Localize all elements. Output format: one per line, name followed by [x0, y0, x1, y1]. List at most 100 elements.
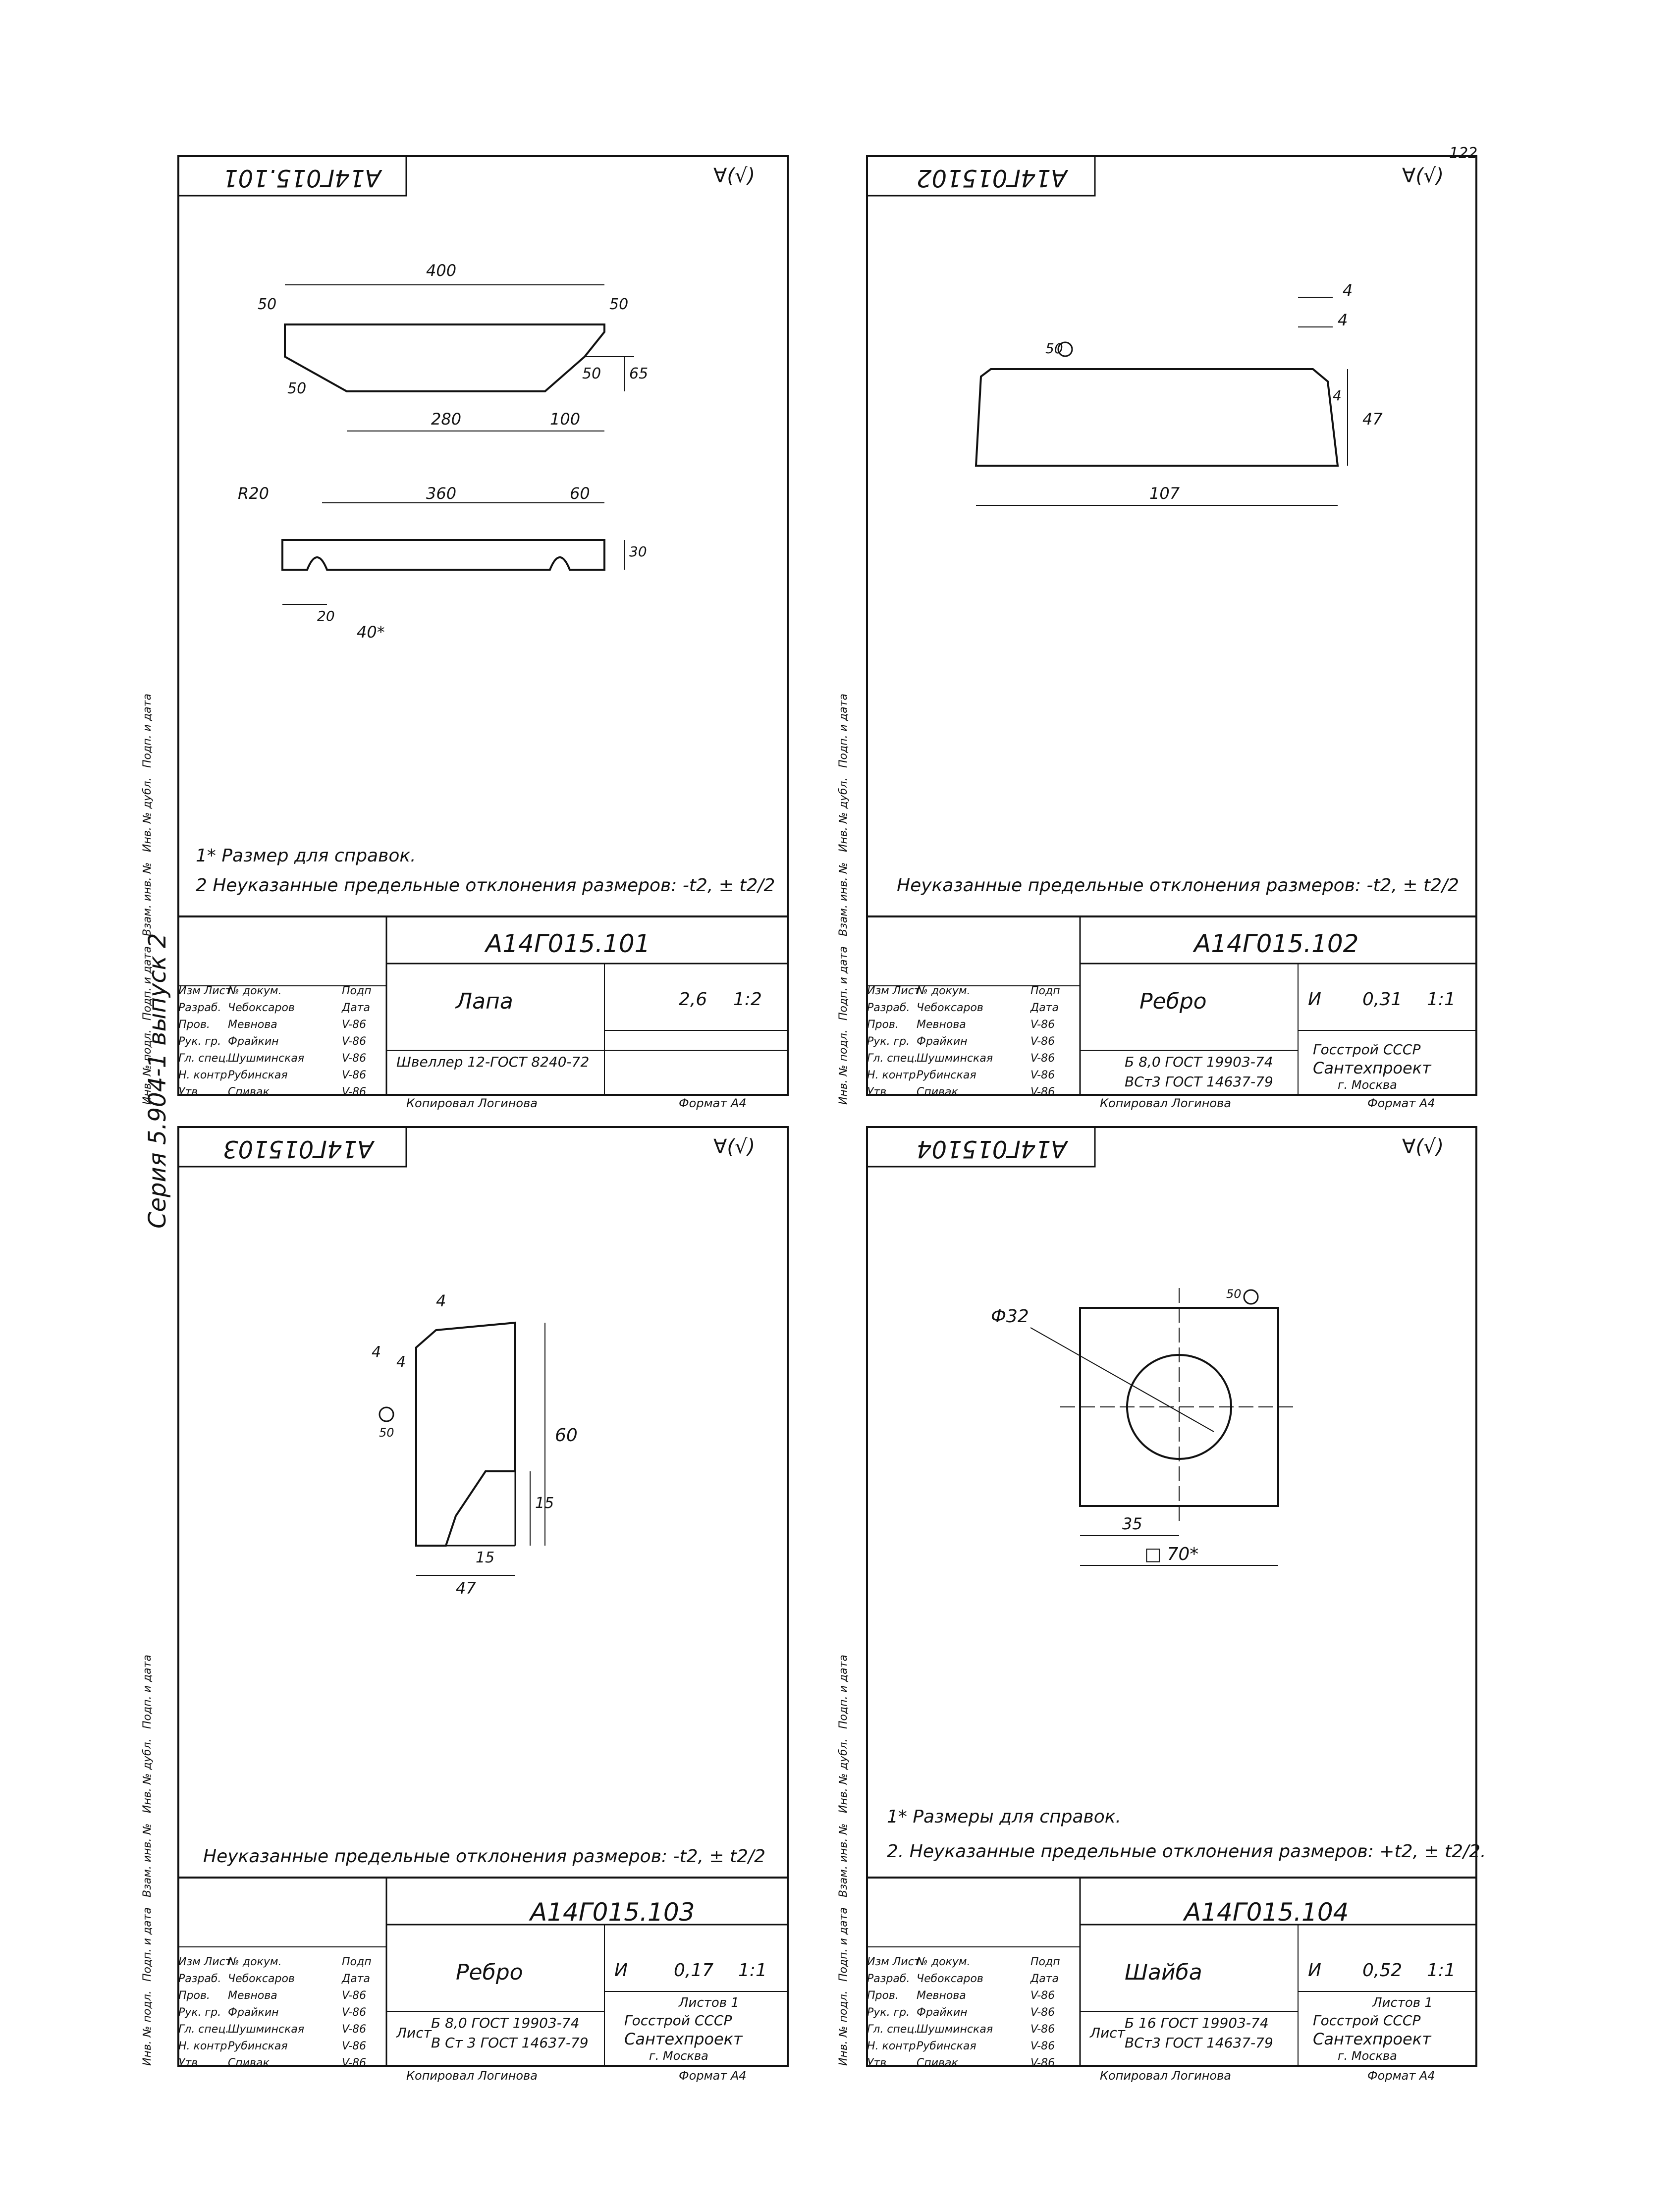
title-block-person: Шушминская: [917, 1052, 993, 1065]
title-block-date: V-86: [1030, 1086, 1055, 1098]
sheet-104-code-mirrored: А14Г015104: [917, 1135, 1067, 1163]
sheet-103-name: Ребро: [456, 1960, 523, 1985]
sheet-103-org2: Сантехпроект: [624, 2030, 743, 2048]
title-block-date: Подп: [1030, 985, 1060, 997]
title-block-person: № докум.: [917, 985, 971, 997]
sheet-104-material-1: Б 16 ГОСТ 19903-74: [1125, 2015, 1269, 2031]
sheet-101-note-1: 1* Размер для справок.: [196, 846, 416, 866]
sheet-104-copied: Копировал Логинова: [1100, 2069, 1231, 2083]
gutter-label: Подп. и дата: [141, 1907, 154, 1982]
title-block-date: V-86: [1030, 1019, 1055, 1031]
title-block-role: Утв.: [867, 1086, 890, 1098]
sheet-102-city: г. Москва: [1338, 1078, 1397, 1092]
title-block-date: Подп: [342, 1956, 372, 1968]
sheet-103-material-2: В Ст 3 ГОСТ 14637-79: [431, 2035, 589, 2051]
title-block-date: V-86: [1030, 1035, 1055, 1048]
sheet-103-dim-4b: 4: [372, 1344, 381, 1361]
sheet-101-dim-50d: 50: [582, 365, 601, 382]
sheet-104-dim-35: 35: [1122, 1514, 1142, 1533]
sheet-101-copied: Копировал Логинова: [406, 1096, 538, 1110]
title-block-person: Фрайкин: [917, 1035, 968, 1048]
sheet-102-material-2: ВСт3 ГОСТ 14637-79: [1125, 1074, 1273, 1090]
gutter-label: Инв. № дубл.: [141, 1738, 154, 1813]
title-block-role: Н. контр.: [867, 2040, 920, 2052]
sheet-101: А14Г015.101 ∀(√) 400 50 50 50 50 65 280 …: [109, 149, 798, 1109]
gutter-label: Инв. № дубл.: [837, 1738, 850, 1813]
title-block-person: Мевнова: [228, 1019, 277, 1031]
sheet-103-drawing: [177, 1126, 789, 2067]
sheet-102-drawing: [866, 155, 1477, 1096]
sheet-102-code: А14Г015.102: [1194, 929, 1359, 958]
gutter-label: Подп. и дата: [837, 946, 850, 1021]
sheet-101-dim-60: 60: [570, 484, 590, 503]
title-block-person: Фрайкин: [917, 2006, 968, 2019]
sheet-102-scale: 1:1: [1427, 989, 1456, 1010]
sheet-104-note-2: 2. Неуказанные предельные отклонения раз…: [887, 1841, 1486, 1862]
sheet-101-mass: 2,6: [679, 989, 707, 1010]
gutter-label: Инв. № подл.: [141, 1029, 154, 1105]
title-block-person: Спивак: [917, 2057, 958, 2069]
sheet-101-dim-50c: 50: [287, 380, 307, 397]
sheet-104-city: г. Москва: [1338, 2049, 1397, 2063]
title-block-date: V-86: [1030, 2006, 1055, 2019]
title-block-date: V-86: [342, 2023, 367, 2036]
title-block-role: Рук. гр.: [178, 1035, 221, 1048]
title-block-date: V-86: [342, 2040, 367, 2052]
title-block-person: Мевнова: [917, 1989, 966, 2002]
title-block-person: Рубинская: [917, 1069, 976, 1081]
sheet-102-note-1: Неуказанные предельные отклонения размер…: [897, 875, 1460, 896]
gutter-label: Подп. и дата: [837, 1655, 850, 1729]
title-block-person: Спивак: [228, 2057, 270, 2069]
title-block-role: Разраб.: [867, 1973, 910, 1985]
sheet-103-scale: 1:1: [738, 1960, 767, 1981]
sheet-104-mass: 0,52: [1362, 1960, 1403, 1981]
sheet-104-sheets-label: Листов 1: [1372, 1995, 1433, 2010]
sheet-103-format: Формат А4: [679, 2069, 747, 2083]
sheet-101-drawing: [177, 155, 789, 1096]
gutter-label: Подп. и дата: [837, 694, 850, 768]
title-block-person: № докум.: [228, 1956, 282, 1968]
title-block-date: V-86: [342, 1052, 367, 1065]
sheet-102-dim-47: 47: [1362, 410, 1383, 429]
title-block-date: V-86: [342, 1086, 367, 1098]
sheet-104-roughness: ∀(√): [1402, 1135, 1444, 1158]
sheet-102-format: Формат А4: [1367, 1096, 1435, 1110]
gutter-label: Взам. инв. №: [837, 862, 850, 936]
sheet-103-code-mirrored: А14Г015103: [223, 1135, 374, 1163]
gutter-label: Инв. № подл.: [837, 1990, 850, 2066]
sheet-101-code-mirrored: А14Г015.101: [223, 164, 381, 192]
title-block-person: Спивак: [917, 1086, 958, 1098]
title-block-person: № докум.: [228, 985, 282, 997]
sheet-101-roughness: ∀(√): [713, 164, 756, 187]
title-block-date: V-86: [1030, 1989, 1055, 2002]
title-block-role: Гл. спец.: [178, 1052, 229, 1065]
sheet-102-dim-4a: 4: [1343, 281, 1353, 300]
title-block-date: Дата: [342, 1002, 370, 1014]
sheet-102-mass: 0,31: [1362, 989, 1403, 1010]
sheet-101-dim-100: 100: [550, 410, 581, 429]
sheet-102-name: Ребро: [1139, 989, 1207, 1014]
title-block-person: Фрайкин: [228, 1035, 279, 1048]
title-block-person: Шушминская: [228, 1052, 305, 1065]
sheet-102-dim-107: 107: [1149, 484, 1180, 503]
title-block-person: Шушминская: [228, 2023, 305, 2036]
sheet-102-dim-4b: 4: [1338, 311, 1348, 329]
title-block-role: Разраб.: [178, 1973, 221, 1985]
title-block-role: Пров.: [867, 1989, 899, 2002]
sheet-103-dim-15b: 15: [476, 1549, 495, 1566]
sheet-101-dim-50b: 50: [609, 296, 629, 313]
title-block-role: Изм Лист: [178, 985, 232, 997]
gutter-label: Взам. инв. №: [141, 862, 154, 936]
title-block-date: V-86: [342, 1019, 367, 1031]
title-block-person: Спивак: [228, 1086, 270, 1098]
title-block-role: Разраб.: [178, 1002, 221, 1014]
title-block-role: Гл. спец.: [867, 1052, 918, 1065]
title-block-date: Подп: [1030, 1956, 1060, 1968]
title-block-person: Рубинская: [228, 1069, 288, 1081]
title-block-role: Изм Лист: [867, 985, 921, 997]
title-block-role: Изм Лист: [178, 1956, 232, 1968]
sheet-102: А14Г015102 ∀(√) 4 4 50 4 47 107 Неуказан…: [803, 149, 1491, 1109]
title-block-role: Пров.: [178, 1019, 210, 1031]
sheet-103-copied: Копировал Логинова: [406, 2069, 538, 2083]
sheet-103-dim-4c: 4: [396, 1353, 406, 1371]
